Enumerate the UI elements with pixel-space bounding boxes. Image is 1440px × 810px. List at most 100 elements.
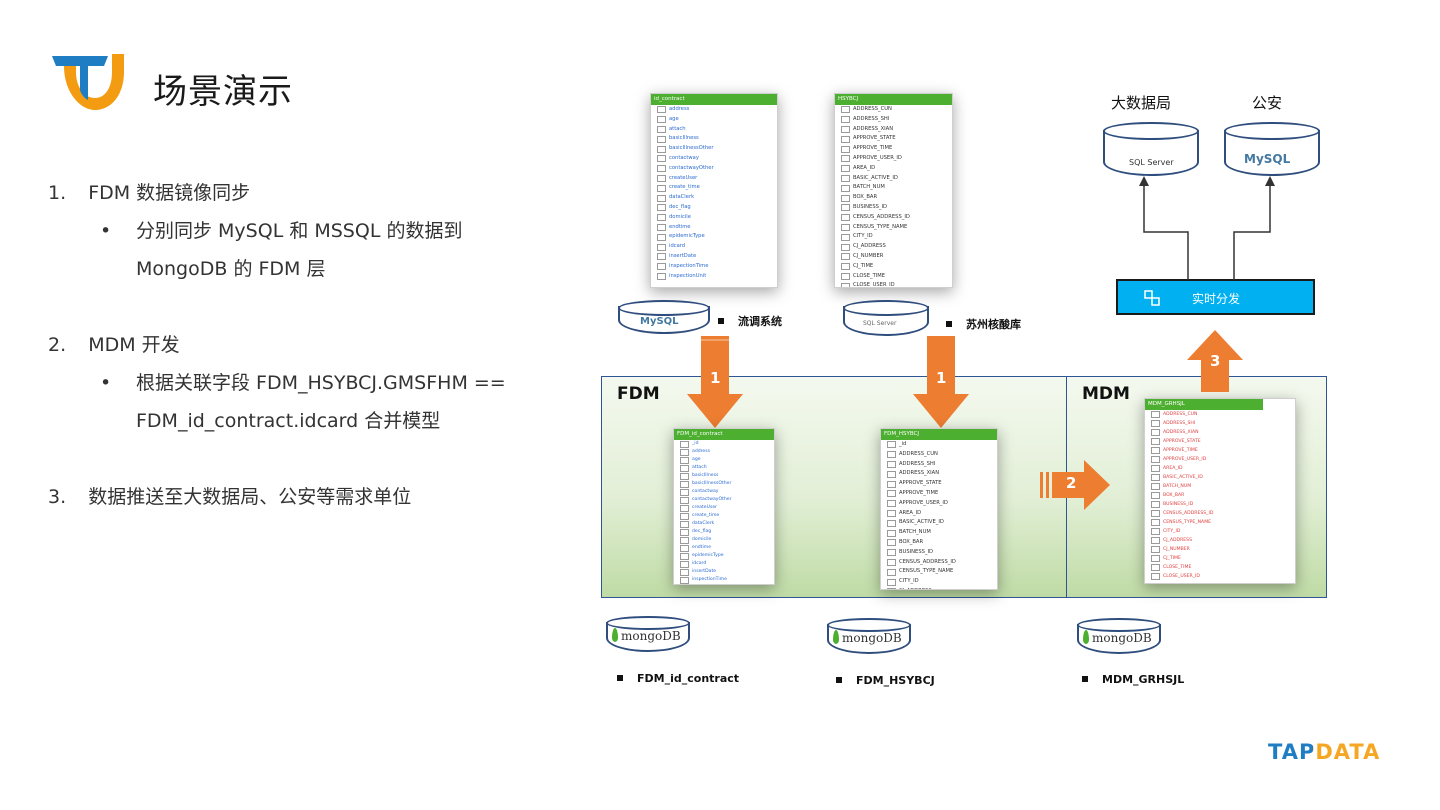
sqlserver-logo-icon: SQL Server (863, 320, 897, 327)
table-field-row: APPROVE_TIME (881, 489, 997, 499)
field-type-icon (680, 512, 689, 520)
table-field-row: CJ_ADDRESS (881, 587, 997, 589)
table-field-row: AREA_ID (881, 509, 997, 519)
table-field-row: basicIllness (674, 472, 774, 480)
bullet-3-number: 3. (48, 486, 67, 508)
field-type-icon (657, 214, 666, 222)
table-field-row: idcard (674, 560, 774, 568)
table-field-row: insertDate (651, 252, 777, 262)
field-type-icon (657, 204, 666, 212)
bullet-2-sub-line2: FDM_id_contract.idcard 合并模型 (136, 410, 441, 432)
bullet-2-number: 2. (48, 334, 67, 356)
table-field-row: address (651, 105, 777, 115)
field-type-icon (680, 496, 689, 504)
table-field-row: ADDRESS_CUN (881, 450, 997, 460)
field-type-icon (1151, 429, 1160, 436)
field-type-icon (1151, 465, 1160, 472)
table-field-row: CENSUS_TYPE_NAME (1145, 518, 1295, 527)
field-type-icon (841, 174, 850, 182)
field-name: AREA_ID (1163, 466, 1183, 471)
field-type-icon (841, 243, 850, 251)
table-field-row: CJ_TIME (835, 262, 952, 272)
field-type-icon (887, 519, 896, 527)
field-name: endtime (692, 545, 712, 550)
field-type-icon (887, 568, 896, 576)
table-field-row: attach (651, 125, 777, 135)
right-source-label: 苏州核酸库 (946, 313, 1021, 332)
field-type-icon (887, 558, 896, 566)
field-name: idcard (692, 561, 707, 566)
field-name: ADDRESS_SHI (853, 115, 890, 122)
table-field-row: CENSUS_TYPE_NAME (835, 223, 952, 233)
field-name: endtime (669, 223, 691, 230)
table-field-row: domicile (651, 213, 777, 223)
table-field-row: BATCH_NUM (835, 183, 952, 193)
field-name: CENSUS_TYPE_NAME (853, 223, 908, 230)
field-name: age (669, 115, 679, 122)
field-name: CJ_ADDRESS (899, 587, 932, 589)
table-field-row: _id (881, 440, 997, 450)
table-field-row: BUSINESS_ID (1145, 500, 1295, 509)
field-type-icon (680, 448, 689, 456)
table-field-row: APPROVE_STATE (1145, 437, 1295, 446)
table-field-row: CITY_ID (1145, 527, 1295, 536)
field-type-icon (841, 106, 850, 114)
bigdata-label: 大数据局 (1111, 94, 1172, 112)
table-field-row: APPROVE_USER_ID (881, 499, 997, 509)
table-field-row: epidemicType (674, 552, 774, 560)
field-name: APPROVE_STATE (853, 135, 896, 142)
table-field-row: APPROVE_TIME (835, 144, 952, 154)
mdm-zone-label: MDM (1082, 384, 1130, 404)
slide-title: 场景演示 (153, 72, 293, 112)
field-name: dec_flag (692, 529, 712, 534)
field-name: attach (692, 465, 707, 470)
sqlserver-target-db: SQL Server (1103, 122, 1199, 178)
field-type-icon (657, 174, 666, 182)
bullet-2-sub-marker: • (100, 372, 112, 394)
field-name: BATCH_NUM (853, 184, 885, 191)
field-type-icon (841, 184, 850, 192)
table-field-row: BASIC_ACTIVE_ID (881, 518, 997, 528)
field-type-icon (887, 529, 896, 537)
field-type-icon (680, 568, 689, 576)
table-title: MDM_GRHSJL (1145, 399, 1263, 410)
step-2-arrow (1040, 460, 1110, 510)
table-field-row: APPROVE_STATE (835, 134, 952, 144)
field-name: AREA_ID (853, 164, 876, 171)
field-name: age (692, 457, 701, 462)
field-name: createUser (669, 174, 698, 181)
field-name: address (669, 106, 690, 112)
table-field-row: ADDRESS_XIAN (835, 125, 952, 135)
field-type-icon (680, 464, 689, 472)
field-name: basicIllnessOther (692, 481, 732, 486)
field-name: domicile (692, 537, 712, 542)
field-name: CENSUS_ADDRESS_ID (899, 558, 956, 565)
field-type-icon (1151, 438, 1160, 445)
field-type-icon (887, 451, 896, 459)
table-field-row: CLOSE_USER_ID (835, 281, 952, 287)
field-type-icon (841, 263, 850, 271)
field-name: BASIC_ACTIVE_ID (899, 519, 944, 526)
table-field-row: idcard (651, 242, 777, 252)
field-type-icon (1151, 501, 1160, 508)
mongodb-leaf-icon (1083, 630, 1089, 644)
field-type-icon (1151, 510, 1160, 517)
field-type-icon (887, 578, 896, 586)
field-type-icon (841, 135, 850, 143)
field-name: CLOSE_USER_ID (1163, 574, 1200, 579)
sqlserver-source-db: SQL Server (843, 300, 929, 338)
step-1-right-number: 1 (936, 369, 947, 387)
table-field-row: ADDRESS_CUN (1145, 410, 1295, 419)
field-name: APPROVE_TIME (853, 145, 893, 152)
mongo-label-3: MDM_GRHSJL (1082, 668, 1184, 687)
table-field-row: CENSUS_TYPE_NAME (881, 567, 997, 577)
table-field-row: ADDRESS_SHI (881, 460, 997, 470)
table-field-row: age (651, 115, 777, 125)
field-name: APPROVE_STATE (899, 480, 942, 487)
table-field-row: endtime (651, 223, 777, 233)
field-name: CJ_NUMBER (1163, 547, 1190, 552)
field-name: ADDRESS_SHI (899, 460, 936, 467)
field-type-icon (841, 253, 850, 261)
field-name: inspectionTime (692, 577, 727, 582)
table-field-row: CENSUS_ADDRESS_ID (881, 558, 997, 568)
